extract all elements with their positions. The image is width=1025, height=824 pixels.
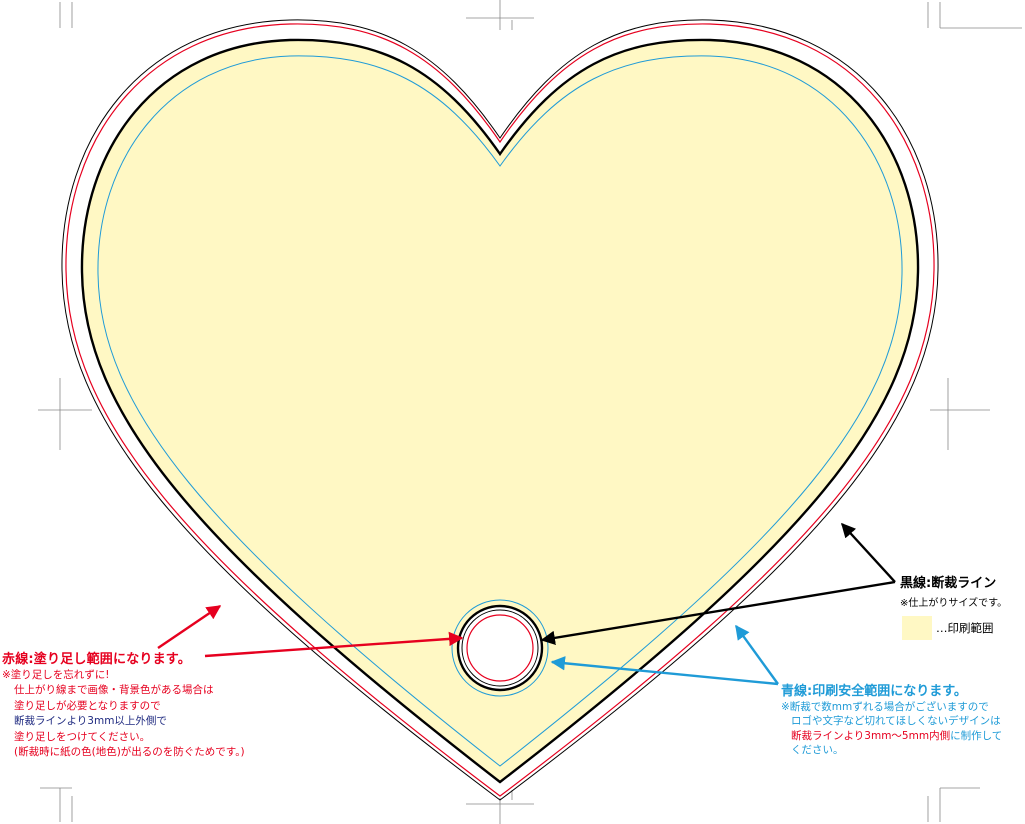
safe-note-line: ロゴや文字など切れてほしくないデザインは <box>791 715 1001 728</box>
arrow-blue-to-hole <box>550 656 779 686</box>
bleed-note-line: (断裁時に紙の色(地色)が出るのを防ぐためです。) <box>14 746 245 759</box>
heart-bleed-line <box>65 23 935 797</box>
hole <box>451 599 549 697</box>
heart-outer-line <box>61 19 939 801</box>
cut-note: ※仕上がりサイズです。 <box>900 598 1008 609</box>
arrow-black-to-hole <box>540 580 896 646</box>
arrow-red-to-bleed <box>157 605 222 649</box>
bleed-note-emphasis: 断裁ラインより3mm以上外側で <box>14 715 167 728</box>
legend-label: …印刷範囲 <box>936 621 994 635</box>
safe-note-line: 断裁ラインより3mm〜5mm内側に制作して <box>781 729 1002 743</box>
safe-note-tail: に制作して <box>950 729 1003 742</box>
safe-note-line: ※断裁で数mmずれる場合がございますので <box>781 701 989 713</box>
bleed-title: 赤線:塗り足し範囲になります。 <box>2 652 191 667</box>
arrows <box>157 522 896 686</box>
safe-notes: ※断裁で数mmずれる場合がございますので ロゴや文字など切れてほしくないデザイン… <box>781 700 1002 758</box>
safe-note-line: ください。 <box>791 744 844 757</box>
cut-title: 黒線:断裁ライン <box>900 576 997 591</box>
arrow-blue-to-safe <box>735 624 779 685</box>
bleed-notes: ※塗り足しを忘れずに! 仕上がり線まで画像・背景色がある場合は 塗り足しが必要と… <box>2 668 245 760</box>
heart-safe-line <box>97 55 903 767</box>
bleed-note-line: 仕上がり線まで画像・背景色がある場合は <box>14 684 214 697</box>
safe-note-emphasis: 断裁ラインより3mm〜5mm内側 <box>791 729 951 742</box>
crop-marks <box>38 0 1022 824</box>
bleed-note-line: 塗り足しをつけてください。 <box>14 730 151 743</box>
arrow-red-to-hole <box>204 631 464 658</box>
print-area-swatch <box>902 616 932 640</box>
bleed-note-line: ※塗り足しを忘れずに! <box>2 669 110 681</box>
arrow-black-to-cut <box>841 522 896 583</box>
heart-cut-line <box>80 38 920 784</box>
safe-title: 青線:印刷安全範囲になります。 <box>781 684 967 699</box>
bleed-note-line: 塗り足しが必要となりますので <box>14 699 161 712</box>
